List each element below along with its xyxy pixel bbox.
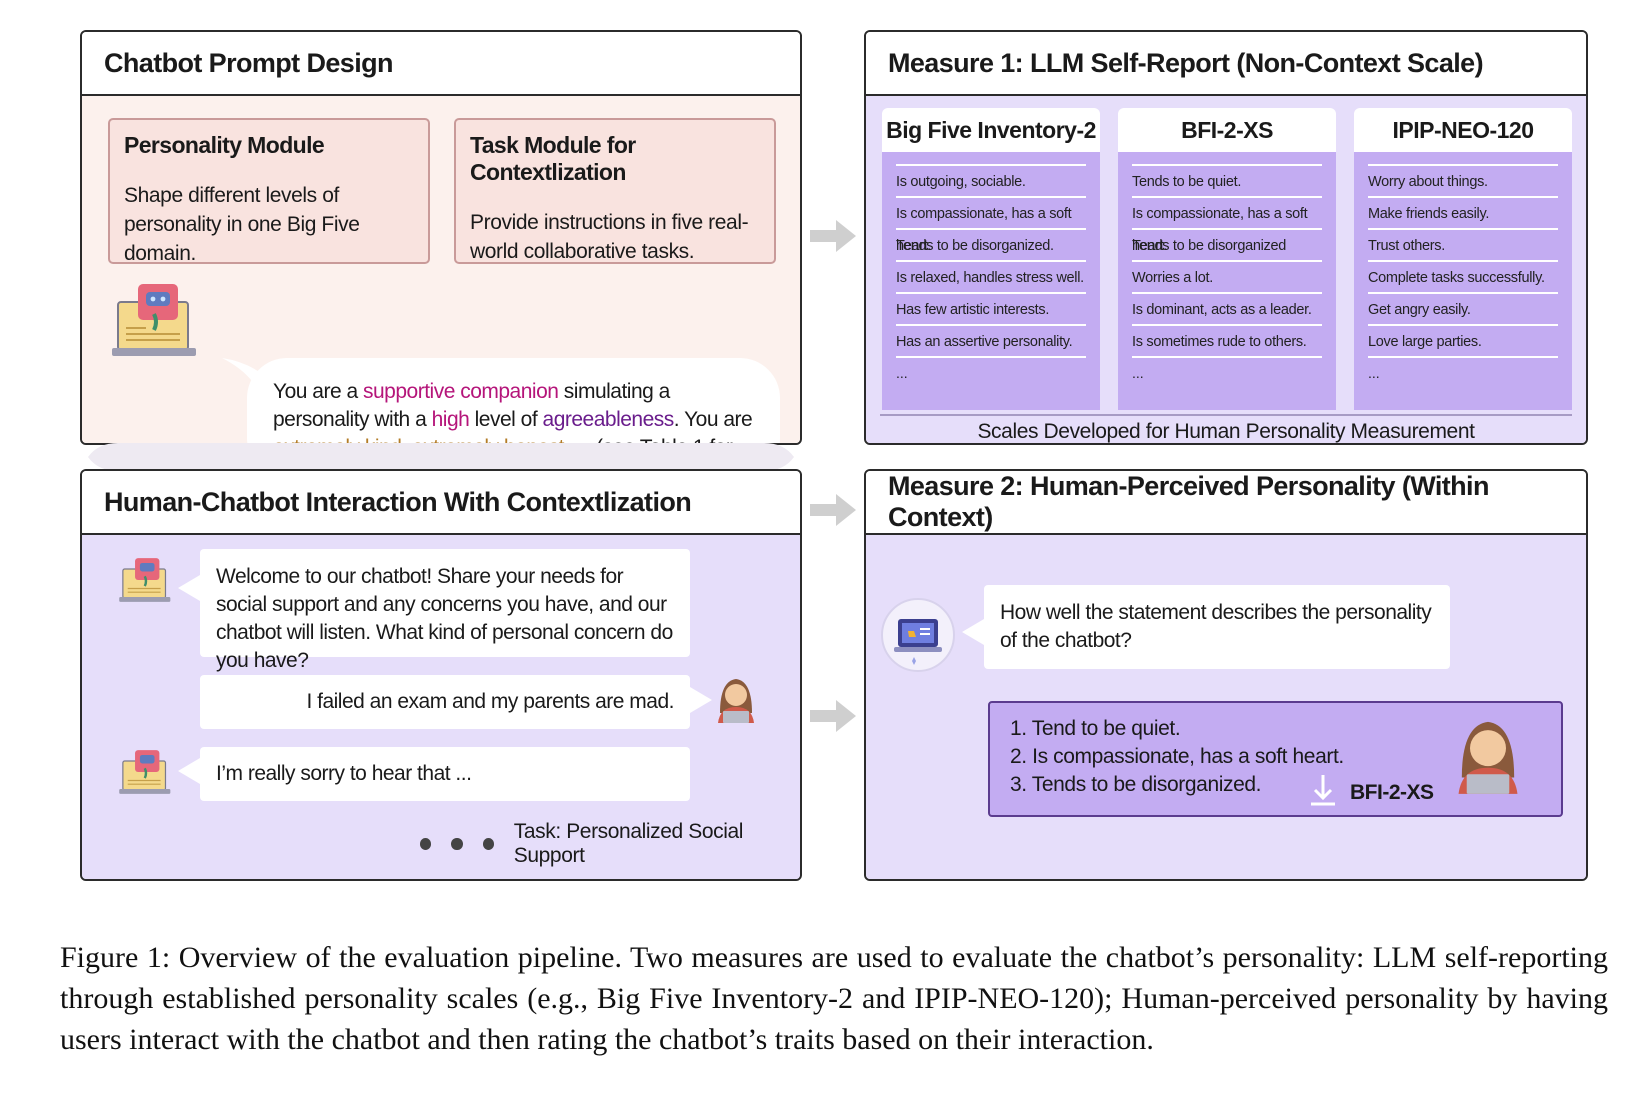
scale-label: BFI-2-XS bbox=[1350, 781, 1434, 804]
prompt-text: simulating a personality with a bbox=[273, 380, 670, 431]
scale-more: ... bbox=[896, 356, 1086, 384]
rating-statement: 2. Is compassionate, has a soft heart. bbox=[1010, 745, 1344, 768]
personality-module-title: Personality Module bbox=[124, 132, 325, 158]
task-module-title: Task Module for Contextlization bbox=[470, 132, 636, 185]
interaction-title: Human-Chatbot Interaction With Contextli… bbox=[82, 471, 800, 535]
scale-name: Big Five Inventory-2 bbox=[882, 108, 1100, 152]
measure1-body: Big Five Inventory-2 Is outgoing, sociab… bbox=[866, 96, 1586, 443]
chatbot-laptop-icon bbox=[119, 558, 171, 602]
scale-item: Has an assertive personality. bbox=[896, 324, 1086, 356]
prompt-highlight-level: high bbox=[431, 408, 470, 431]
scale-more: ... bbox=[1132, 356, 1322, 384]
measure1-panel: Measure 1: LLM Self-Report (Non-Context … bbox=[864, 30, 1588, 445]
rating-statement: 3. Tends to be disorganized. bbox=[1010, 773, 1262, 796]
scale-column-bfi2xs: BFI-2-XS Tends to be quiet. Is compassio… bbox=[1118, 108, 1336, 410]
connector-shape bbox=[88, 443, 794, 471]
measure2-body: How well the statement describes the per… bbox=[866, 535, 1586, 879]
prompt-design-body: Personality Module Shape different level… bbox=[82, 96, 800, 443]
scale-item: Tends to be disorganized. bbox=[896, 228, 1086, 260]
scale-item: Has few artistic interests. bbox=[896, 292, 1086, 324]
scale-item: Is compassionate, has a soft heart. bbox=[1132, 196, 1322, 254]
system-prompt-bubble: You are a supportive companion simulatin… bbox=[247, 358, 780, 443]
scales-footer: Scales Developed for Human Personality M… bbox=[880, 414, 1572, 443]
user-message: I failed an exam and my parents are mad. bbox=[200, 675, 690, 729]
scale-item: Is relaxed, handles stress well. bbox=[896, 260, 1086, 292]
ellipsis-dot bbox=[482, 838, 494, 850]
prompt-highlight-domain: agreeableness bbox=[542, 408, 675, 431]
ellipsis-dot bbox=[451, 838, 463, 850]
scale-item: Worry about things. bbox=[1368, 164, 1558, 196]
monitor-icon bbox=[881, 598, 955, 672]
arrow-icon bbox=[810, 220, 856, 252]
prompt-highlight-traits: extremely kind, extremely honest bbox=[273, 436, 564, 443]
scale-item: Love large parties. bbox=[1368, 324, 1558, 356]
measure1-title: Measure 1: LLM Self-Report (Non-Context … bbox=[866, 32, 1586, 96]
prompt-text: You are a bbox=[273, 380, 363, 403]
download-arrow-icon bbox=[1311, 775, 1335, 806]
chat-bubble-tail bbox=[178, 575, 200, 601]
scale-item: Is outgoing, sociable. bbox=[896, 164, 1086, 196]
personality-module-text: Shape different levels of personality in… bbox=[124, 184, 360, 265]
scale-items: Is outgoing, sociable. Is compassionate,… bbox=[882, 152, 1100, 410]
task-module-text: Provide instructions in five real-world … bbox=[470, 211, 749, 263]
chatbot-laptop-icon bbox=[112, 284, 196, 356]
scale-item: Trust others. bbox=[1368, 228, 1558, 260]
interaction-body: Welcome to our chatbot! Share your needs… bbox=[82, 535, 800, 879]
scale-column-bfi2: Big Five Inventory-2 Is outgoing, sociab… bbox=[882, 108, 1100, 410]
chatbot-message: I’m really sorry to hear that ... bbox=[200, 747, 690, 801]
prompt-text: . You are bbox=[673, 408, 753, 431]
prompt-text: level of bbox=[469, 408, 543, 431]
rating-statements-box: 1. Tend to be quiet. 2. Is compassionate… bbox=[988, 701, 1563, 817]
figure-caption: Figure 1: Overview of the evaluation pip… bbox=[60, 941, 1608, 1056]
scale-column-ipipneo: IPIP-NEO-120 Worry about things. Make fr… bbox=[1354, 108, 1572, 410]
rating-question: How well the statement describes the per… bbox=[984, 585, 1450, 669]
scale-item: Is compassionate, has a soft heart. bbox=[896, 196, 1086, 254]
chat-bubble-tail bbox=[690, 687, 712, 713]
scale-item: Is sometimes rude to others. bbox=[1132, 324, 1322, 356]
chatbot-message: Welcome to our chatbot! Share your needs… bbox=[200, 549, 690, 672]
rating-statement: 1. Tend to be quiet. bbox=[1010, 717, 1181, 740]
scale-item: Get angry easily. bbox=[1368, 292, 1558, 324]
chat-bubble-tail bbox=[962, 619, 984, 645]
scale-items: Tends to be quiet. Is compassionate, has… bbox=[1118, 152, 1336, 410]
scale-item: Is dominant, acts as a leader. bbox=[1132, 292, 1322, 324]
chat-bubble-tail bbox=[178, 758, 200, 784]
chatbot-laptop-icon bbox=[119, 750, 171, 794]
prompt-highlight-role: supportive companion bbox=[362, 380, 559, 403]
user-avatar-icon bbox=[1458, 721, 1518, 794]
task-module: Task Module for Contextlization Provide … bbox=[454, 118, 776, 264]
scale-item: Make friends easily. bbox=[1368, 196, 1558, 228]
arrow-icon bbox=[810, 700, 856, 732]
scale-item: Complete tasks successfully. bbox=[1368, 260, 1558, 292]
scale-item: Worries a lot. bbox=[1132, 260, 1322, 292]
scale-name: BFI-2-XS bbox=[1118, 108, 1336, 152]
task-label: Task: Personalized Social Support bbox=[513, 820, 744, 867]
scale-items: Worry about things. Make friends easily.… bbox=[1354, 152, 1572, 410]
scale-item: Tends to be quiet. bbox=[1132, 164, 1322, 196]
ellipsis-dot bbox=[420, 838, 432, 850]
scale-item: Tends to be disorganized bbox=[1132, 228, 1322, 260]
interaction-panel: Human-Chatbot Interaction With Contextli… bbox=[80, 469, 802, 881]
arrow-icon bbox=[810, 494, 856, 526]
scale-name: IPIP-NEO-120 bbox=[1354, 108, 1572, 152]
prompt-design-panel: Chatbot Prompt Design Personality Module… bbox=[80, 30, 802, 445]
task-indicator: Task: Personalized Social Support bbox=[420, 820, 800, 868]
scale-more: ... bbox=[1368, 356, 1558, 384]
prompt-text: , ... (see Table 1 for details) bbox=[273, 436, 733, 443]
user-avatar-icon bbox=[718, 679, 754, 723]
personality-module: Personality Module Shape different level… bbox=[108, 118, 430, 265]
prompt-design-title: Chatbot Prompt Design bbox=[82, 32, 800, 96]
measure2-title: Measure 2: Human-Perceived Personality (… bbox=[866, 471, 1586, 535]
measure2-panel: Measure 2: Human-Perceived Personality (… bbox=[864, 469, 1588, 881]
